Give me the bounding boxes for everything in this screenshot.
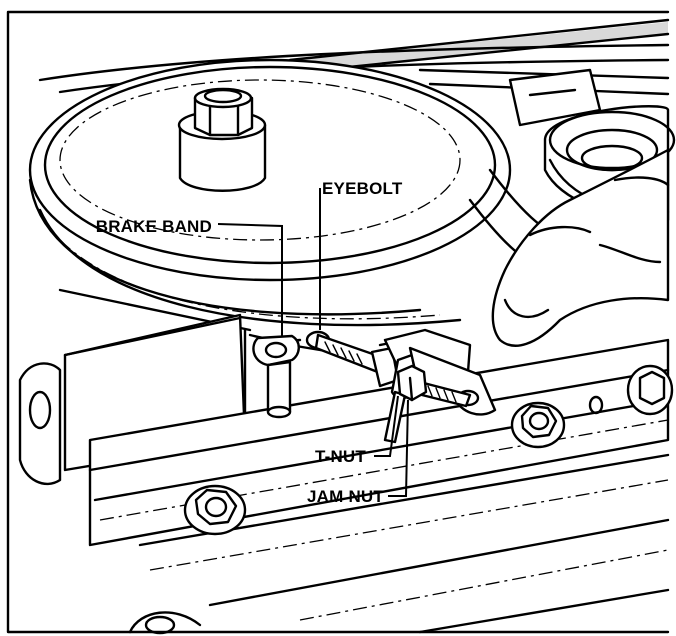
t-nut-leader-line <box>374 395 399 457</box>
support-bracket <box>508 68 602 127</box>
frame-bolt-middle <box>510 401 566 449</box>
brake-band-leader-line <box>217 223 283 336</box>
mower-frame <box>18 313 670 635</box>
frame-bolt-right <box>588 364 674 416</box>
brake-band-assembly <box>248 333 302 419</box>
frame-bolt-left <box>183 484 247 536</box>
brake-band-label: BRAKE BAND <box>96 217 212 236</box>
jam-nut-leader-line <box>388 399 409 497</box>
eyebolt-label: EYEBOLT <box>322 179 403 198</box>
main-pulley <box>28 58 582 327</box>
jam-nut-label: JAM NUT <box>307 487 384 506</box>
t-nut-label: T-NUT <box>315 447 366 466</box>
eyebolt <box>305 330 400 388</box>
frame-border <box>6 10 670 634</box>
pulley-center-bolt <box>177 87 267 192</box>
jam-nut-and-rod <box>396 364 472 408</box>
hand-pressing <box>491 148 670 347</box>
